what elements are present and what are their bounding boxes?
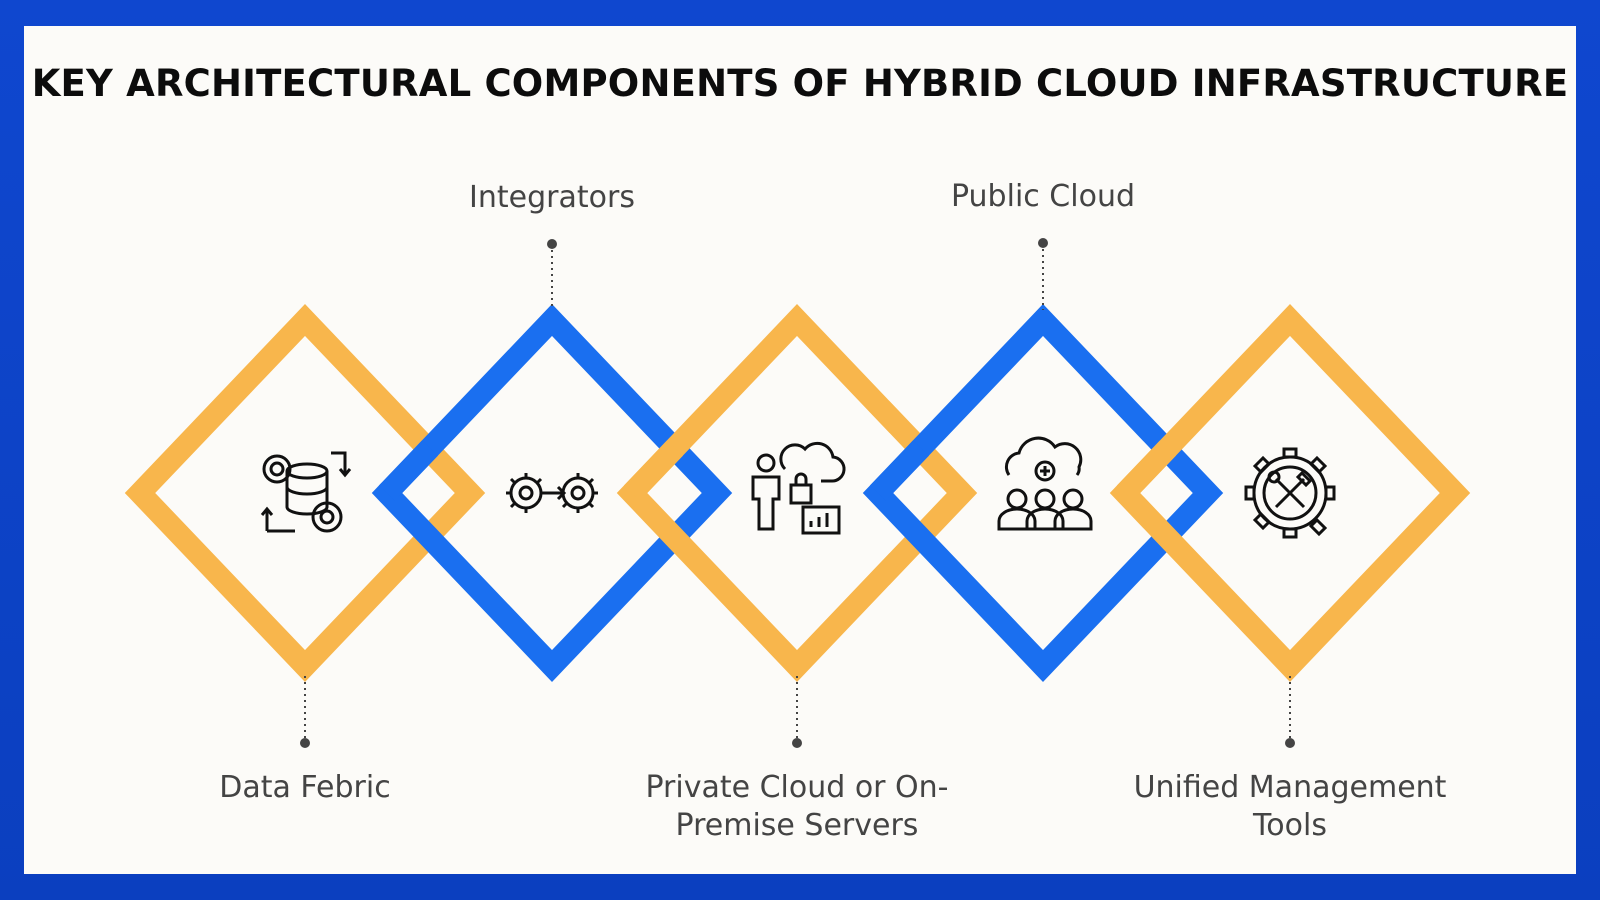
diamond-private-cloud	[616, 304, 978, 682]
interlock-segments	[379, 440, 1176, 501]
data-gears-icon	[260, 451, 352, 533]
diagram-card	[24, 26, 1576, 874]
diamond-data-fabric	[124, 304, 486, 682]
secure-cloud-person-icon	[751, 441, 846, 535]
label-private-cloud: Private Cloud or On-Premise Servers	[645, 770, 949, 843]
diamond-management-tools	[1109, 304, 1471, 682]
page-title: KEY ARCHITECTURAL COMPONENTS OF HYBRID C…	[31, 62, 1569, 105]
connector-dot	[300, 738, 310, 748]
gears-link-icon	[506, 473, 598, 513]
connector-dot	[547, 239, 557, 249]
diamond-public-cloud	[862, 304, 1224, 682]
label-public-cloud: Public Cloud	[950, 179, 1135, 214]
label-integrators: Integrators	[469, 180, 635, 215]
label-data-fabric: Data Febric	[219, 770, 391, 805]
connector-dot	[792, 738, 802, 748]
connector-dot	[1285, 738, 1295, 748]
label-management-tools: Unified Management Tools	[1133, 770, 1447, 843]
gear-tools-icon	[1244, 447, 1336, 539]
connector-dot	[1038, 238, 1048, 248]
cloud-users-icon	[997, 436, 1093, 531]
diamond-integrators	[371, 304, 733, 682]
